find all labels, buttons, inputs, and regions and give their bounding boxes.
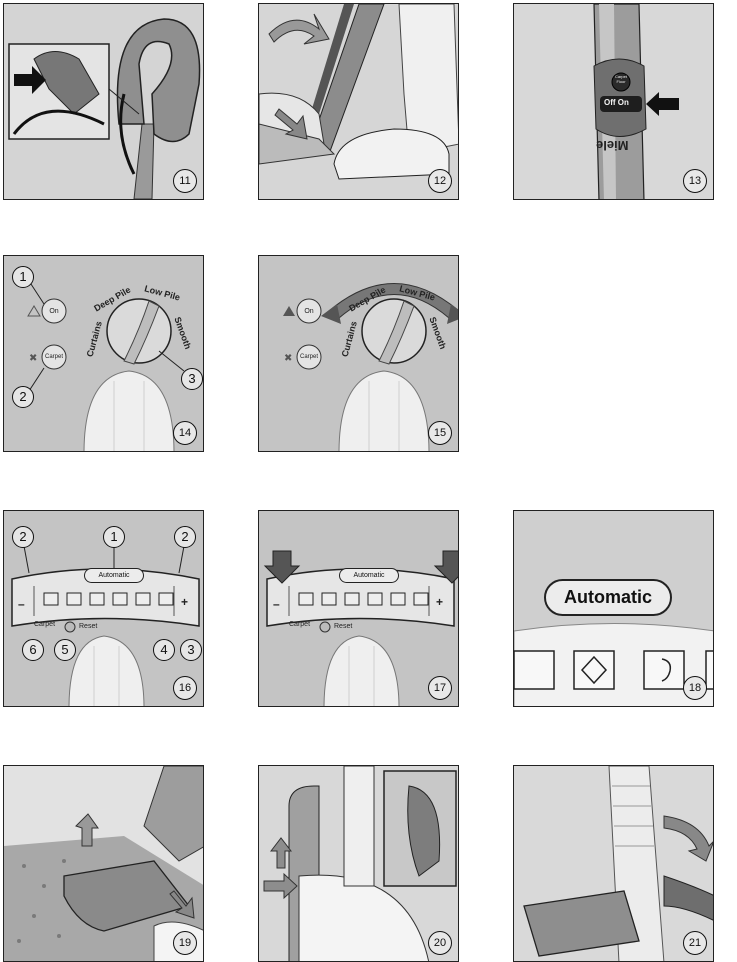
callout-1: 1 xyxy=(103,526,125,548)
svg-text:✖: ✖ xyxy=(284,353,292,364)
off-on-label: Off On xyxy=(604,98,629,107)
on-button[interactable]: On xyxy=(49,308,59,315)
minus-button[interactable]: – xyxy=(273,597,280,611)
handle-switch-illustration xyxy=(514,4,713,199)
automatic-button[interactable]: Automatic xyxy=(339,568,399,583)
carpet-label: Carpet xyxy=(289,621,311,628)
figure-number: 12 xyxy=(428,169,452,193)
carpet-floor-label: Carpet Floor xyxy=(614,74,627,84)
callout-1: 1 xyxy=(12,266,34,288)
callout-3: 3 xyxy=(181,368,203,390)
figure-number: 18 xyxy=(683,676,707,700)
plus-button[interactable]: + xyxy=(181,595,189,609)
figure-19: 19 xyxy=(3,765,204,962)
reset-label: Reset xyxy=(334,623,353,630)
callout-3: 3 xyxy=(180,639,202,661)
on-button[interactable]: On xyxy=(304,308,314,315)
figure-15: ✖ On Carpet Curtains Deep Pile Low Pile … xyxy=(258,255,459,452)
foot-pedal-illustration xyxy=(259,4,458,199)
automatic-button[interactable]: Automatic xyxy=(544,579,672,616)
hose-connect-illustration xyxy=(514,766,713,961)
callout-6: 6 xyxy=(22,639,44,661)
auto-panel-illustration xyxy=(4,511,203,706)
figure-14: ✖ On Carpet Curtains Deep Pile Low Pile … xyxy=(3,255,204,452)
figure-11: 11 xyxy=(3,3,204,200)
brand-logo-text: Miele xyxy=(596,138,629,153)
figure-number: 21 xyxy=(683,931,707,955)
carpet-button[interactable]: Carpet xyxy=(44,354,63,360)
figure-16: Automatic – + Carpet Reset 2 1 2 6 5 4 3… xyxy=(3,510,204,707)
figure-number: 19 xyxy=(173,931,197,955)
figure-number: 17 xyxy=(428,676,452,700)
auto-panel-arrows-illustration xyxy=(259,511,458,706)
callout-2: 2 xyxy=(12,386,34,408)
figure-20: 20 xyxy=(258,765,459,962)
dial-rotate-illustration: ✖ xyxy=(259,256,458,451)
svg-text:✖: ✖ xyxy=(29,353,37,364)
figure-13: Carpet Floor Off On Miele 13 xyxy=(513,3,714,200)
callout-2-left: 2 xyxy=(12,526,34,548)
hose-release-illustration xyxy=(259,766,458,961)
figure-number: 13 xyxy=(683,169,707,193)
figure-number: 20 xyxy=(428,931,452,955)
handle-illustration xyxy=(4,4,203,199)
figure-number: 16 xyxy=(173,676,197,700)
figure-number: 14 xyxy=(173,421,197,445)
callout-5: 5 xyxy=(54,639,76,661)
figure-21: 21 xyxy=(513,765,714,962)
callout-2-right: 2 xyxy=(174,526,196,548)
minus-button[interactable]: – xyxy=(18,597,25,611)
carpet-label: Carpet xyxy=(34,621,56,628)
figure-18: Automatic 18 xyxy=(513,510,714,707)
carpet-edge-illustration xyxy=(4,766,203,961)
dial-panel-illustration: ✖ xyxy=(4,256,203,451)
carpet-button[interactable]: Carpet xyxy=(299,354,318,360)
figure-12: 12 xyxy=(258,3,459,200)
callout-4: 4 xyxy=(153,639,175,661)
plus-button[interactable]: + xyxy=(436,595,444,609)
automatic-button[interactable]: Automatic xyxy=(84,568,144,583)
figure-number: 15 xyxy=(428,421,452,445)
reset-label: Reset xyxy=(79,623,98,630)
figure-number: 11 xyxy=(173,169,197,193)
figure-17: Automatic – + Carpet Reset 17 xyxy=(258,510,459,707)
